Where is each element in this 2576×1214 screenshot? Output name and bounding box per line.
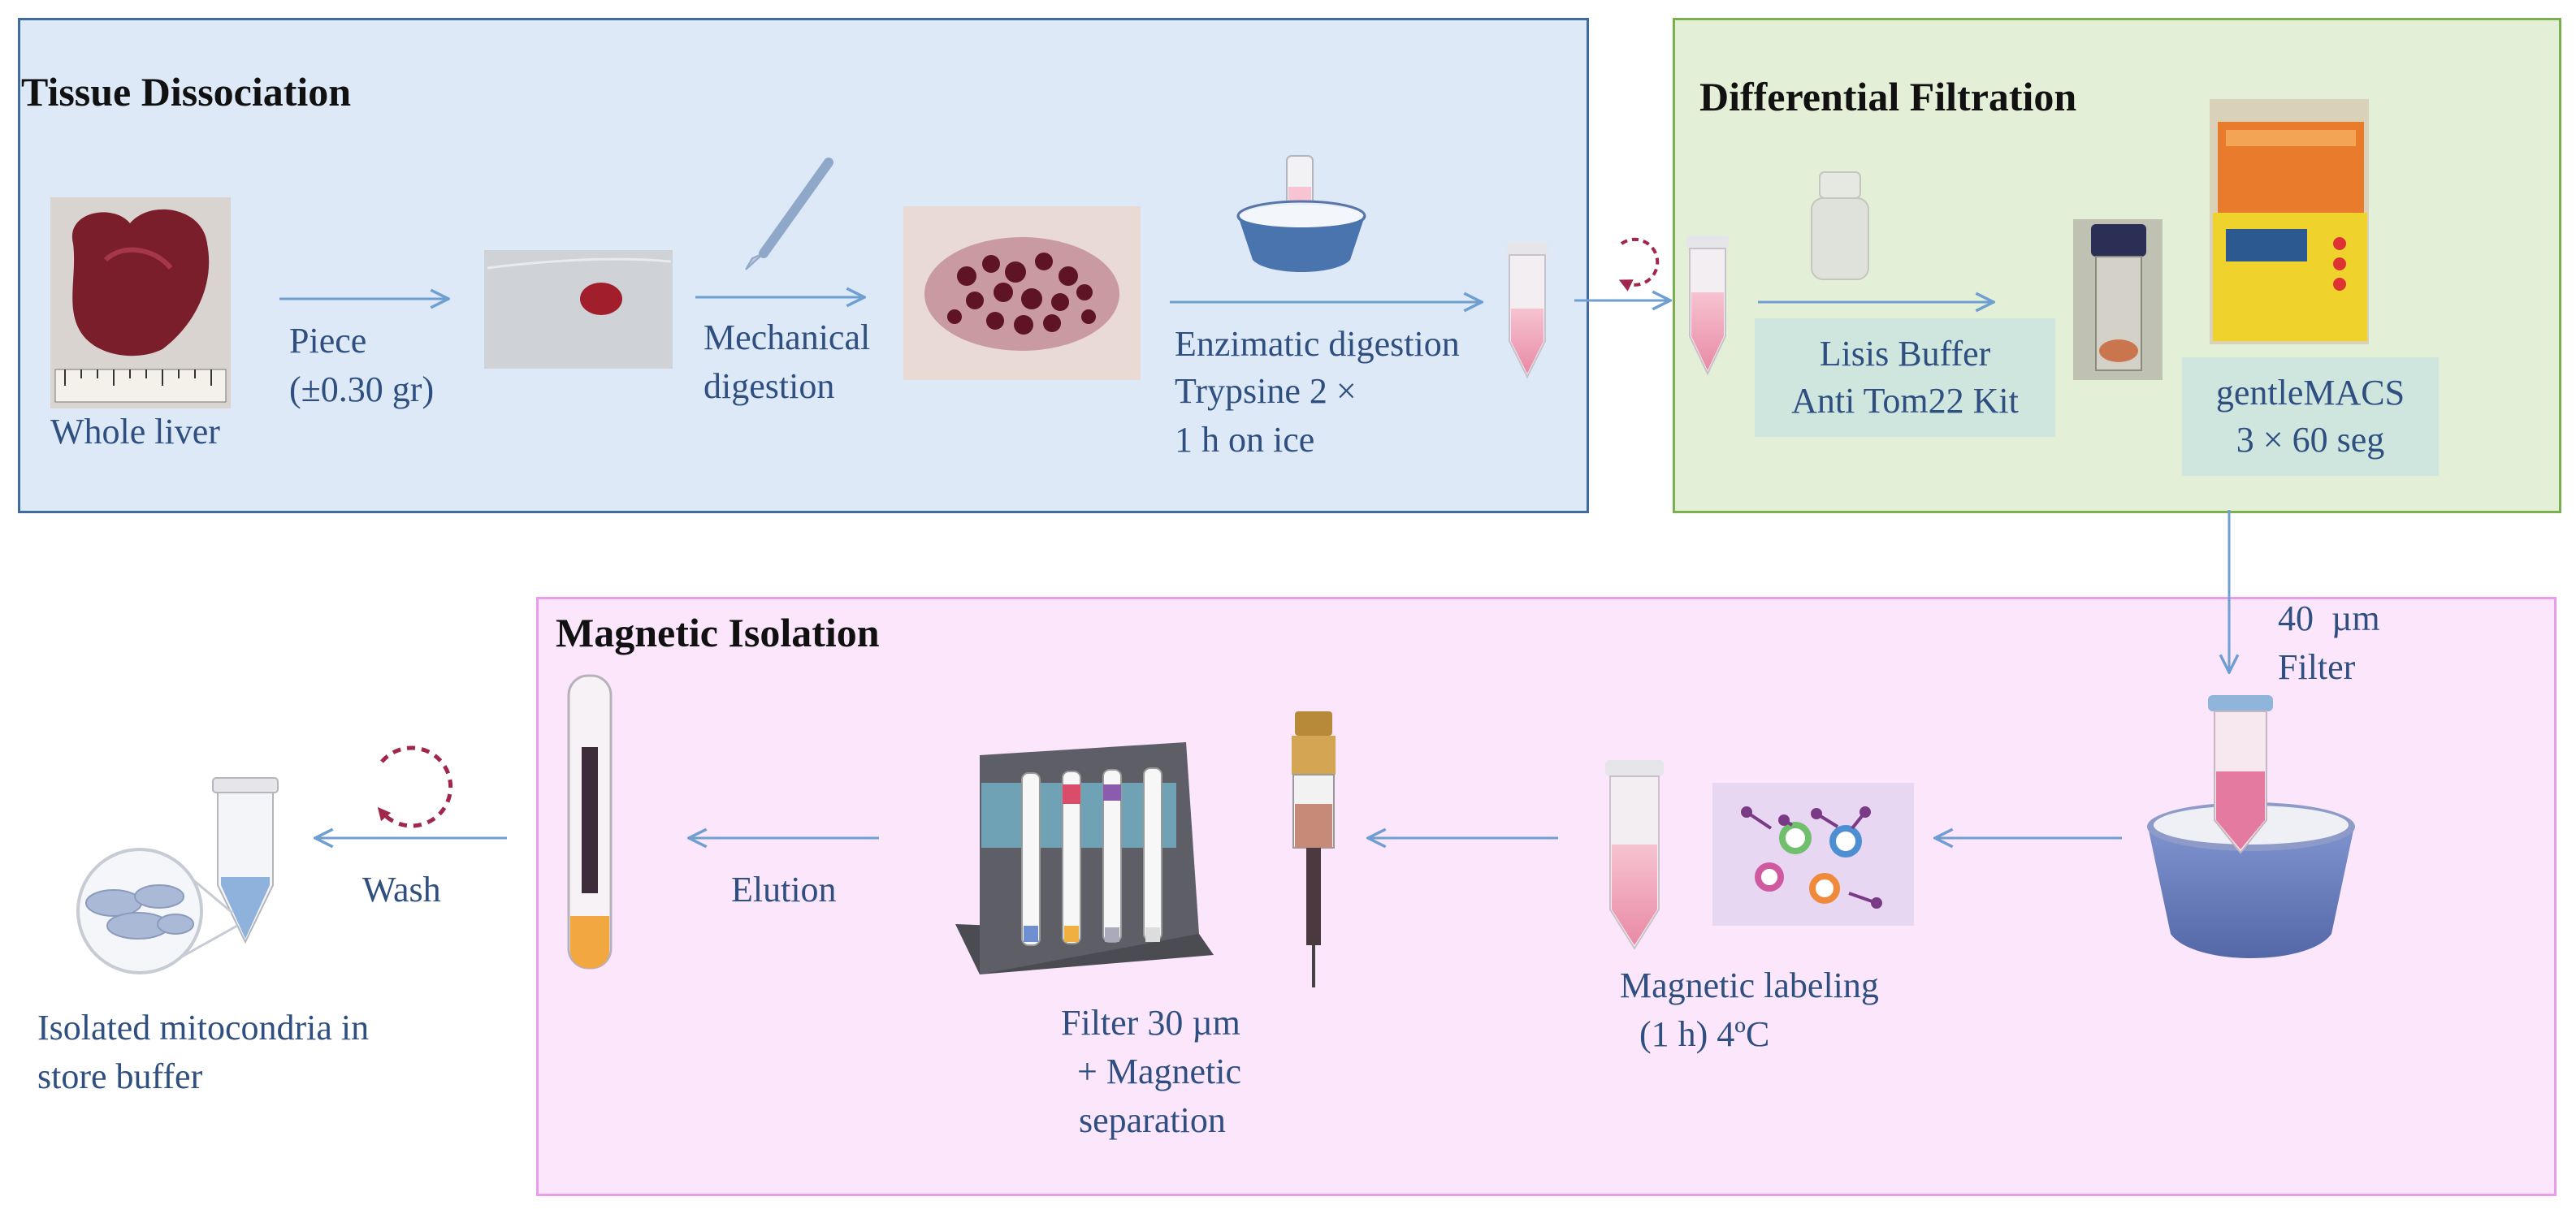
label-gentlemacs-time: 3 × 60 seg	[2236, 420, 2385, 460]
lisis-buffer-box: Lisis Buffer Anti Tom22 Kit	[1755, 318, 2055, 437]
label-magnetic-labeling-conditions: (1 h) 4ºC	[1639, 1014, 1770, 1054]
label-elution: Elution	[731, 870, 837, 909]
label-anti-tom22: Anti Tom22 Kit	[1791, 381, 2019, 421]
label-mechanical: Mechanical	[704, 318, 871, 357]
ice-bowl-icon	[1236, 155, 1366, 272]
elution-tube-icon	[567, 674, 613, 970]
label-piece-weight: (±0.30 gr)	[289, 369, 435, 409]
liver-piece-photo	[484, 250, 673, 369]
label-mechanical-digestion: digestion	[704, 366, 835, 406]
gentlemacs-box: gentleMACS 3 × 60 seg	[2182, 357, 2439, 476]
label-filter-40: 40 µm	[2278, 598, 2380, 638]
digested-tissue-photo	[903, 206, 1141, 380]
magnetic-beads-icon	[1712, 783, 1914, 926]
label-magnetic-labeling: Magnetic labeling	[1620, 966, 1879, 1005]
sample-vial-photo	[2073, 219, 2163, 380]
microtube-icon	[212, 777, 279, 944]
pink-tube-icon	[1686, 235, 1729, 376]
liver-photo	[50, 197, 231, 408]
label-enzymatic: Enzimatic digestion	[1175, 324, 1460, 364]
label-magnetic: + Magnetic	[1077, 1052, 1241, 1091]
label-wash: Wash	[362, 870, 441, 909]
title-magnetic-isolation: Magnetic Isolation	[556, 610, 880, 655]
pink-tube-icon	[1605, 760, 1664, 950]
label-gentlemacs: gentleMACS	[2215, 373, 2405, 413]
label-whole-liver: Whole liver	[50, 412, 220, 451]
label-lisis-buffer: Lisis Buffer	[1819, 334, 1991, 374]
pink-tube-icon	[1506, 242, 1548, 379]
mitochondria-magnifier-icon	[76, 848, 238, 974]
label-isolated-mitochondria: Isolated mitocondria in	[37, 1008, 370, 1048]
label-filter: Filter	[2278, 647, 2356, 687]
magnetic-column-icon	[1292, 711, 1336, 987]
gentlemacs-device-photo	[2210, 99, 2369, 344]
label-separation: separation	[1079, 1100, 1226, 1140]
rotation-icon	[1618, 237, 1660, 292]
flow-arrows	[279, 297, 2229, 838]
title-differential-filtration: Differential Filtration	[1699, 74, 2077, 119]
label-filter-30: Filter 30 µm	[1061, 1003, 1240, 1043]
scalpel-icon	[745, 158, 833, 270]
label-trypsine: Trypsine 2 ×	[1175, 371, 1357, 411]
label-store-buffer: store buffer	[37, 1056, 203, 1096]
title-tissue-dissociation: Tissue Dissociation	[21, 69, 352, 114]
rotation-icon	[377, 745, 453, 828]
buffer-bottle-icon	[1811, 171, 1869, 280]
tube-on-ice-icon	[2147, 695, 2355, 958]
label-ice-time: 1 h on ice	[1175, 420, 1315, 460]
label-piece: Piece	[289, 321, 367, 361]
magnetic-rack-icon	[955, 742, 1214, 974]
